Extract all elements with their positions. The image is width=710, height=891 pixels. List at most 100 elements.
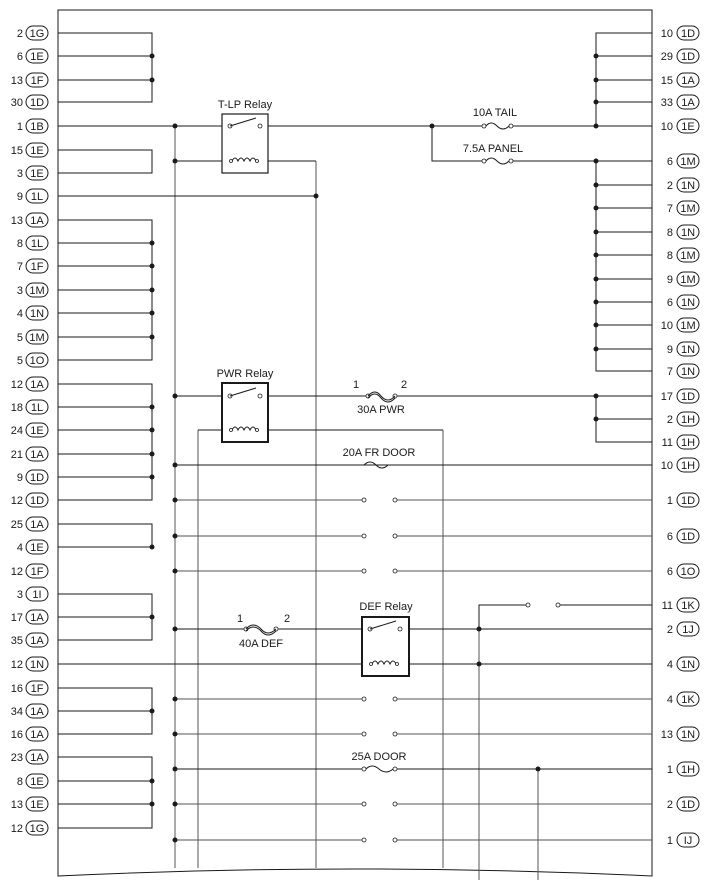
right-connector-oval [676, 363, 700, 379]
fuse-def-pin-1: 1 [237, 613, 243, 625]
left-pin-number: 12 [11, 823, 23, 835]
fuse-pwr [365, 391, 398, 403]
right-connector-oval [676, 563, 700, 579]
right-connector-oval [676, 597, 700, 613]
tlp-relay [221, 113, 269, 174]
right-connector-oval [676, 411, 700, 427]
right-connector-oval [676, 457, 700, 473]
left-connector-oval [25, 796, 49, 812]
right-pin-number: 4 [667, 659, 673, 671]
left-connector-oval [25, 586, 49, 602]
left-connector-id: 1N [30, 308, 44, 320]
left-pin-label: 16 1A [11, 726, 49, 742]
left-connector-oval [25, 118, 49, 134]
left-pin-number: 35 [11, 635, 23, 647]
left-pin-number: 24 [11, 425, 23, 437]
left-connector-id: 1E [30, 425, 43, 437]
right-pin-number: 1 [667, 764, 673, 776]
right-connector-id: 1H [681, 437, 695, 449]
left-connector-oval [25, 422, 49, 438]
left-pin-number: 9 [17, 472, 23, 484]
right-pin-number: 2 [667, 414, 673, 426]
right-connector-oval [676, 434, 700, 450]
left-pin-label: 17 1A [11, 609, 49, 625]
right-pin-number: 6 [667, 297, 673, 309]
left-connector-oval [25, 94, 49, 110]
left-pin-number: 16 [11, 729, 23, 741]
right-connector-oval [676, 691, 700, 707]
left-pin-number: 13 [11, 215, 23, 227]
fuse-def [243, 624, 279, 636]
left-connector-oval [25, 258, 49, 274]
right-pin-number: 11 [662, 437, 673, 449]
left-connector-id: 1B [30, 121, 43, 133]
right-connector-oval [676, 528, 700, 544]
right-pin-number: 6 [667, 531, 673, 543]
right-connector-id: 1E [681, 121, 694, 133]
left-connector-oval [25, 399, 49, 415]
fuse-def-label: 40A DEF [239, 638, 283, 650]
right-connector-oval [676, 621, 700, 637]
right-pin-number: 2 [667, 180, 673, 192]
left-connector-id: 1N [30, 659, 44, 671]
left-pin-number: 3 [17, 285, 23, 297]
tlp-relay-label: T-LP Relay [218, 99, 273, 111]
right-connector-oval [676, 153, 700, 169]
left-connector-id: 1F [31, 566, 44, 578]
left-connector-oval [25, 235, 49, 251]
fuse-door-label: 25A DOOR [351, 751, 406, 763]
left-connector-id: 1A [30, 215, 44, 227]
right-pin-number: 11 [662, 600, 673, 612]
left-connector-id: 1D [30, 495, 44, 507]
left-connector-oval [25, 726, 49, 742]
right-connector-id: 1O [681, 566, 696, 578]
fuse-panel [481, 157, 514, 165]
right-pin-number: 10 [661, 320, 673, 332]
right-pin-number: 1 [667, 835, 673, 847]
right-connector-oval [676, 224, 700, 240]
left-pin-label: 9 1D [17, 469, 49, 485]
left-pin-number: 4 [17, 308, 23, 320]
right-pin-number: 10 [661, 460, 673, 472]
left-pin-number: 12 [11, 379, 23, 391]
left-connector-oval [25, 609, 49, 625]
left-connector-id: 1A [30, 729, 44, 741]
left-connector-oval [25, 165, 49, 181]
right-connector-oval [676, 118, 700, 134]
right-connector-id: 1N [681, 366, 695, 378]
left-pin-number: 17 [11, 612, 23, 624]
left-pin-number: 12 [11, 495, 23, 507]
right-connector-id: 1N [681, 659, 695, 671]
right-connector-oval [676, 72, 700, 88]
left-connector-oval [25, 305, 49, 321]
right-connector-oval [676, 388, 700, 404]
left-pin-number: 25 [11, 519, 23, 531]
left-connector-id: 1A [30, 612, 44, 624]
left-connector-id: 1D [30, 472, 44, 484]
right-connector-oval [676, 247, 700, 263]
right-connector-id: 1J [682, 624, 694, 636]
left-pin-label: 24 1E [11, 422, 49, 438]
